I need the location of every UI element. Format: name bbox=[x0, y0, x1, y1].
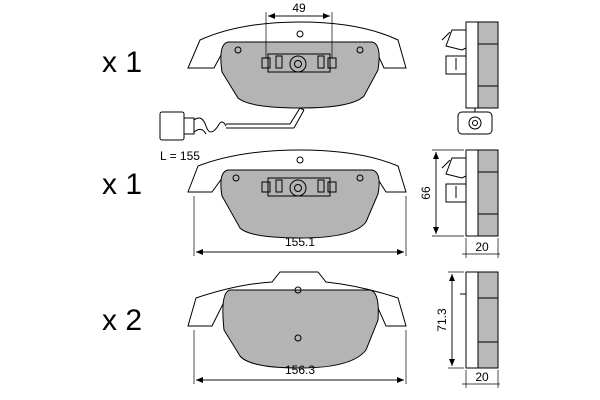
friction-lining-3 bbox=[222, 289, 379, 369]
quantity-label-row-3: x 2 bbox=[102, 304, 142, 337]
friction-lining-2 bbox=[220, 169, 380, 239]
pad-plain: 156.3 bbox=[187, 271, 407, 384]
side-view-3: 71.3 20 bbox=[435, 271, 500, 388]
rivet-2c bbox=[296, 156, 304, 164]
rivet-2a bbox=[232, 174, 240, 182]
pad-front-with-sensor: 49 bbox=[187, 1, 407, 109]
wear-sensor-cable bbox=[159, 107, 305, 141]
backing-plate-3 bbox=[187, 271, 407, 327]
rivet-3a bbox=[294, 286, 302, 294]
side-view-1 bbox=[441, 21, 499, 135]
side-view-2: 66 20 bbox=[419, 149, 500, 258]
friction-lining-1 bbox=[220, 41, 380, 109]
sensor-length-label: L = 155 bbox=[160, 149, 200, 163]
quantity-label-row-2: x 1 bbox=[102, 168, 142, 201]
backing-plate-1 bbox=[187, 21, 407, 69]
dimension-width-2: 156.3 bbox=[285, 363, 315, 377]
dimension-thickness-2: 20 bbox=[475, 370, 489, 384]
sensor-clip-2 bbox=[261, 177, 337, 197]
rivet-1b bbox=[356, 46, 364, 54]
quantity-label-row-1: x 1 bbox=[102, 46, 142, 79]
dimension-sensor-width: 49 bbox=[292, 1, 306, 15]
dimension-height-1: 66 bbox=[419, 186, 433, 200]
dimension-height-2: 71.3 bbox=[435, 308, 449, 332]
backing-plate-2 bbox=[187, 149, 407, 193]
dimension-width-1: 155.1 bbox=[285, 235, 315, 249]
sensor-clip-1 bbox=[261, 53, 337, 73]
rivet-1c bbox=[296, 30, 304, 38]
rivet-3b bbox=[294, 334, 302, 342]
rivet-1a bbox=[234, 46, 242, 54]
dimension-thickness-1: 20 bbox=[475, 240, 489, 254]
pad-front-plain-clip: 155.1 bbox=[187, 149, 407, 256]
rivet-2b bbox=[356, 174, 364, 182]
